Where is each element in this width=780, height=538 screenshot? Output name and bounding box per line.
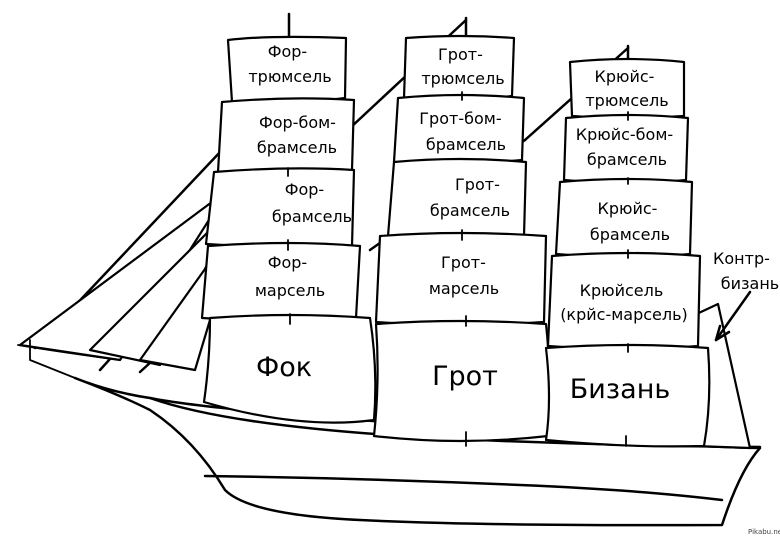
label-mizzen-topsail: Крюйсель (крйс-марсель)	[560, 281, 688, 324]
arrow-head-icon	[714, 324, 731, 342]
label-mizzen-course: Бизань	[570, 374, 671, 405]
mizzen-topgallant2-sail	[554, 177, 694, 259]
label-foresail: Фок	[256, 352, 312, 383]
main-topgallant2-sail	[386, 157, 528, 241]
hull-waterline	[203, 474, 724, 502]
label-main-topgallant: Грот-бом- брамсель	[419, 109, 506, 154]
label-fore-topgallant2: Фор- брамсель	[272, 180, 352, 226]
label-mainsail: Грот	[432, 361, 498, 392]
spanker-arrow	[714, 290, 752, 342]
label-main-royal: Грот- трюмсель	[421, 45, 504, 88]
label-main-topgallant2: Грот- брамсель	[430, 175, 510, 220]
bowsprit	[17, 344, 121, 361]
label-spanker: Контр- бизань	[713, 249, 779, 293]
label-main-topsail: Грот- марсель	[429, 253, 499, 298]
mast-marks	[287, 91, 629, 447]
fore-topgallant-sail	[216, 97, 356, 174]
watermark: Pikabu.net	[748, 528, 780, 536]
label-mizzen-royal: Крюйс- трюмсель	[585, 67, 668, 110]
label-fore-royal: Фор- трюмсель	[248, 42, 331, 86]
label-fore-topsail: Фор- марсель	[255, 253, 325, 300]
foresail-sail	[202, 313, 377, 424]
label-fore-topgallant: Фор-бом- брамсель	[257, 113, 341, 157]
label-mizzen-topgallant2: Крюйс- брамсель	[590, 199, 670, 244]
mizzen-course-sail	[544, 343, 711, 448]
mizzen-topsail-sail	[546, 251, 702, 351]
label-mizzen-topgallant: Крюйс-бом- брамсель	[576, 125, 679, 169]
bowsprit	[29, 339, 86, 383]
